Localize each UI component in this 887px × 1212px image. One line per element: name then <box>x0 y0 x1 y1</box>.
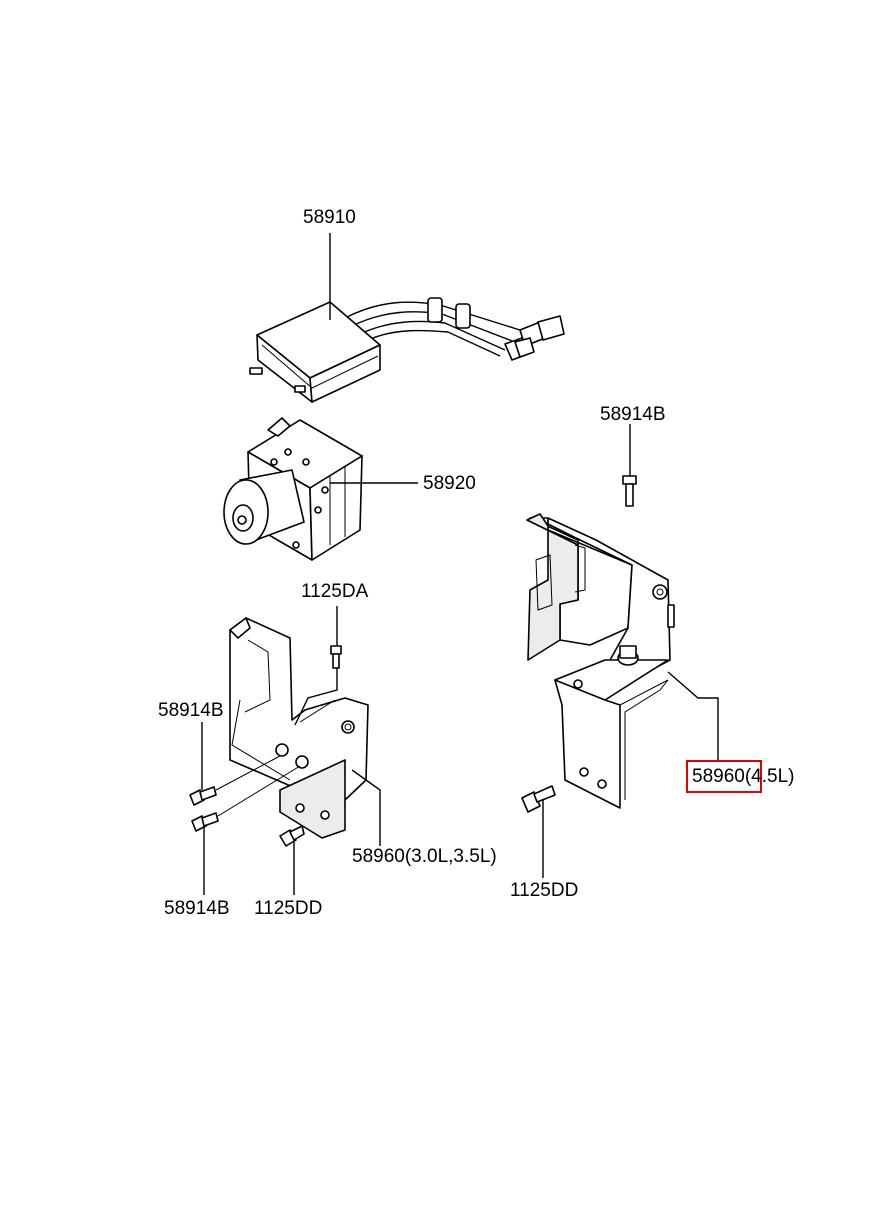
bolt-58914b-left-lower[interactable] <box>191 765 301 832</box>
bolt-1125da[interactable] <box>330 645 342 669</box>
label-58960-part: 58960 <box>692 766 745 787</box>
highlight-box <box>686 760 762 793</box>
leader-lines <box>201 233 719 895</box>
label-1125da[interactable]: 1125DA <box>301 581 369 602</box>
bracket-left[interactable] <box>229 617 369 839</box>
label-58960-4-5l[interactable]: 58960(4.5L) <box>692 767 794 786</box>
label-1125dd-right[interactable]: 1125DD <box>510 880 579 901</box>
hydraulic-unit[interactable] <box>223 417 363 561</box>
bolt-1125dd-left[interactable] <box>279 825 305 847</box>
bolt-58914b-left-upper[interactable] <box>189 755 281 806</box>
bracket-right[interactable] <box>526 513 675 809</box>
hecu-module[interactable] <box>249 297 565 403</box>
label-58914b-right[interactable]: 58914B <box>600 404 666 425</box>
bolt-1125dd-right[interactable] <box>521 785 556 813</box>
label-58910[interactable]: 58910 <box>303 207 356 228</box>
label-58914b-left-lower[interactable]: 58914B <box>164 898 230 919</box>
label-58920[interactable]: 58920 <box>423 473 476 494</box>
label-58914b-left-upper[interactable]: 58914B <box>158 700 224 721</box>
bolt-58914b-right[interactable] <box>622 475 637 507</box>
label-1125dd-left[interactable]: 1125DD <box>254 898 323 919</box>
label-58960-3-0l-3-5l[interactable]: 58960(3.0L,3.5L) <box>352 846 497 867</box>
label-58960-variant: (4.5L) <box>744 766 795 787</box>
